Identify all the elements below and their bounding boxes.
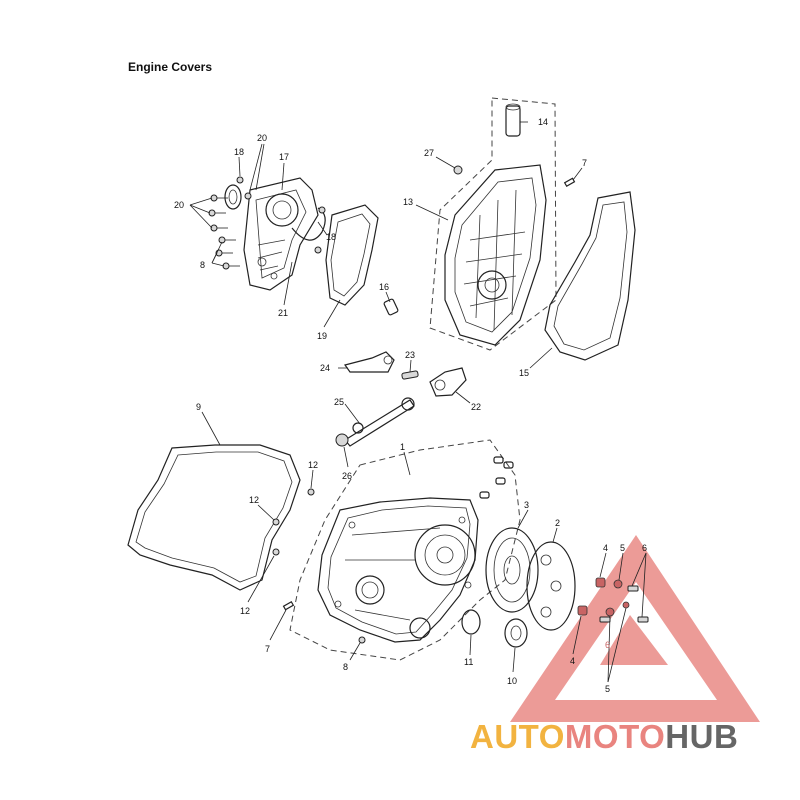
- bolts-12: [247, 469, 315, 603]
- bolt-27: [435, 156, 463, 175]
- callout-12-middle: 12: [249, 495, 259, 505]
- bracket-24: [338, 351, 395, 373]
- callout-21: 21: [278, 308, 288, 318]
- callout-27: 27: [424, 148, 434, 158]
- callout-14: 14: [538, 117, 548, 127]
- pin-7-upper: [563, 167, 583, 188]
- callout-6-upper: 6: [642, 543, 647, 553]
- gasket-15: [544, 191, 636, 361]
- callout-15: 15: [519, 368, 529, 378]
- callout-10: 10: [507, 676, 517, 686]
- spacers-4: [572, 552, 607, 655]
- callout-12-lower: 12: [240, 606, 250, 616]
- cover-plate-2: [526, 527, 576, 631]
- leaders-upper-right: [415, 121, 553, 369]
- callout-12-upper: 12: [308, 460, 318, 470]
- callout-2: 2: [555, 518, 560, 528]
- callout-26: 26: [342, 471, 352, 481]
- callout-8-upper: 8: [200, 260, 205, 270]
- callout-17: 17: [279, 152, 289, 162]
- callout-18-right: 18: [326, 232, 336, 242]
- callout-6-lower: 6: [605, 640, 610, 650]
- callout-5-upper: 5: [620, 543, 625, 553]
- gasket-9: [127, 411, 301, 591]
- callout-8-lower: 8: [343, 662, 348, 672]
- watermark-hub: HUB: [665, 718, 739, 755]
- callout-11: 11: [464, 657, 473, 667]
- bolts-front-cover: [208, 176, 326, 270]
- callout-13: 13: [403, 197, 413, 207]
- callout-16: 16: [379, 282, 389, 292]
- watermark-logo: AUTOMOTOHUB: [470, 718, 738, 756]
- clutch-plate-3: [485, 509, 539, 613]
- front-cover-assembly: [243, 177, 319, 291]
- watermark-triangle: [510, 535, 760, 722]
- watermark-moto: MOTO: [564, 718, 666, 755]
- oring-11: [461, 609, 481, 656]
- callout-7-lower: 7: [265, 644, 270, 654]
- callout-4-lower: 4: [570, 656, 575, 666]
- washers-5: [605, 552, 630, 683]
- callout-3: 3: [524, 500, 529, 510]
- callout-4-upper: 4: [603, 543, 608, 553]
- housing-22: [429, 367, 471, 404]
- bolt-23: [401, 359, 419, 380]
- callout-9: 9: [196, 402, 201, 412]
- callout-1: 1: [400, 442, 405, 452]
- callout-24: 24: [320, 363, 330, 373]
- diagram-title: Engine Covers: [128, 60, 213, 74]
- crankcase-cover-1: [317, 497, 479, 643]
- seal-10: [504, 618, 528, 673]
- callout-18-left: 18: [234, 147, 244, 157]
- callout-5-lower: 5: [605, 684, 610, 694]
- callout-20-left: 20: [174, 200, 184, 210]
- gear-26: [335, 433, 349, 468]
- cover-13-outline: [429, 97, 557, 351]
- callout-22: 22: [471, 402, 481, 412]
- callout-23: 23: [405, 350, 415, 360]
- cover-1-outline: [289, 439, 521, 661]
- shaft-25: [344, 397, 415, 447]
- bolt-8-lower: [349, 636, 366, 661]
- leaders-upper-left: [189, 143, 341, 328]
- dowel-14: [505, 103, 521, 137]
- pin-7-lower: [269, 600, 295, 641]
- callout-19: 19: [317, 331, 327, 341]
- callout-25: 25: [334, 397, 344, 407]
- dowels-cover-1: [403, 451, 514, 499]
- seal-ring: [224, 184, 242, 210]
- side-cover-13: [444, 164, 547, 346]
- callout-20-top: 20: [257, 133, 267, 143]
- bolt-16: [383, 291, 399, 316]
- bolts-6: [599, 552, 649, 623]
- callout-labels: 1 2 3 4 4 5 5 6 6 7 7 8 8 9 10 11 12 12 …: [174, 117, 647, 694]
- front-cover-gasket: [325, 204, 379, 306]
- callout-7-upper: 7: [582, 158, 587, 168]
- watermark-auto: AUTO: [470, 718, 565, 755]
